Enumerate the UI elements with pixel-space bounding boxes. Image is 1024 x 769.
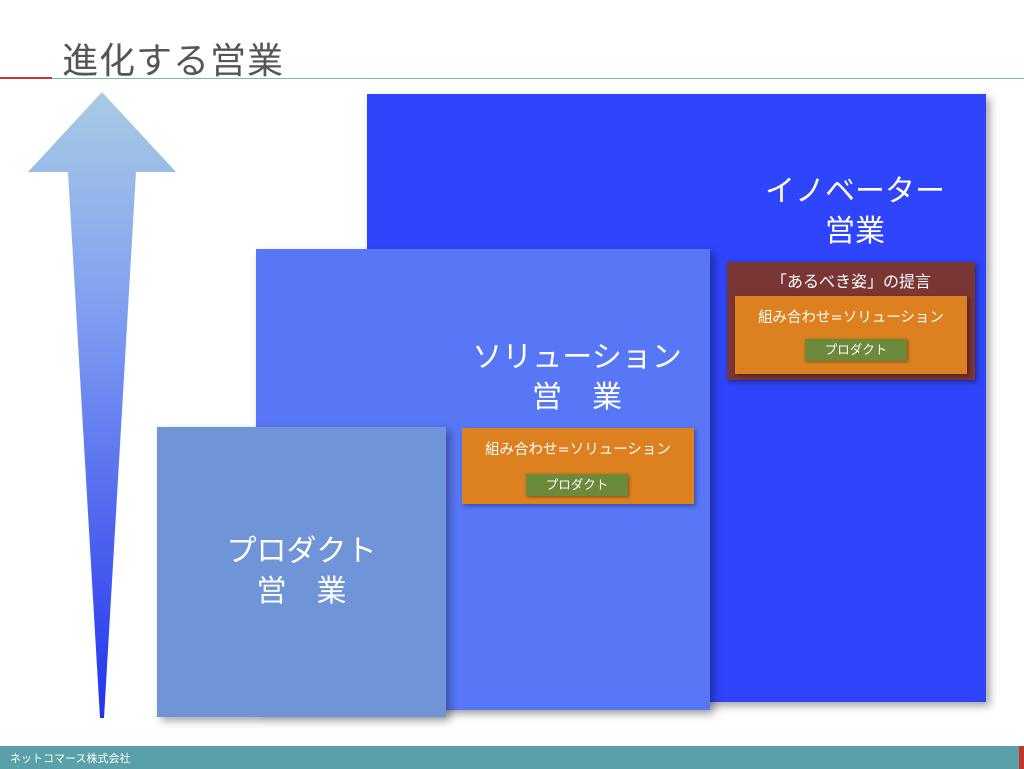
proposal-label: 「あるべき姿」の提言 — [770, 272, 931, 291]
footer-bar: ネットコマース株式会社 — [0, 746, 1024, 769]
solution-heading-line1: ソリューション — [472, 340, 682, 375]
company-name: ネットコマース株式会社 — [10, 752, 131, 765]
page-title: 進化する営業 — [62, 41, 285, 82]
innovator-sales-heading: イノベーター 営業 — [735, 172, 975, 251]
product-sales-box — [157, 427, 446, 717]
combination-label: 組み合わせ=ソリューション — [758, 310, 944, 326]
title-rule — [52, 78, 1024, 79]
solution-heading-line2: 営 業 — [532, 379, 622, 415]
product-chip: プロダクト — [805, 339, 907, 361]
combination-label: 組み合わせ=ソリューション — [485, 442, 671, 458]
solution-sales-heading: ソリューション 営 業 — [444, 338, 710, 417]
product-sales-heading: プロダクト 営 業 — [157, 532, 446, 611]
title-rule-accent — [0, 77, 52, 79]
up-arrow-icon — [28, 92, 176, 718]
solution-combination-box: 組み合わせ=ソリューション プロダクト — [462, 428, 694, 504]
innovator-heading-line2: 営業 — [825, 213, 885, 249]
innovator-combination-box: 組み合わせ=ソリューション プロダクト — [735, 296, 967, 374]
innovator-heading-line1: イノベーター — [765, 174, 945, 209]
product-heading-line1: プロダクト — [226, 534, 377, 569]
product-chip: プロダクト — [526, 474, 628, 496]
footer-accent — [1019, 746, 1024, 769]
product-heading-line2: 営 業 — [256, 573, 347, 609]
